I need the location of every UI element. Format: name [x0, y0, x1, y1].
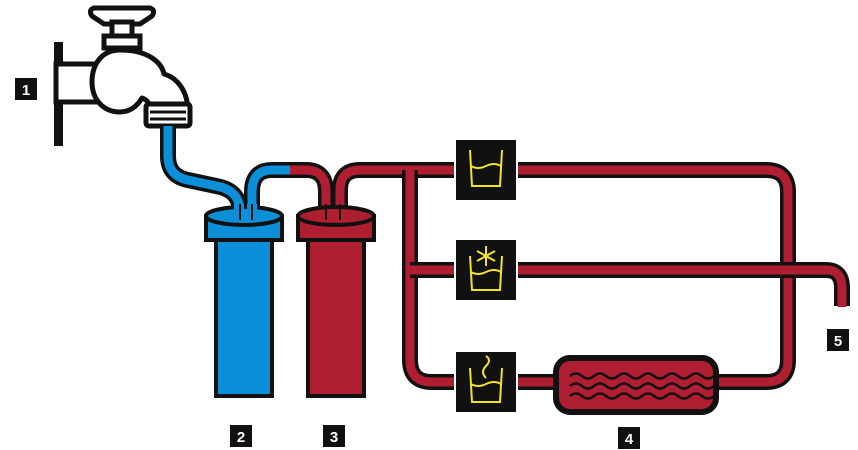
- treated-pipes: [290, 162, 850, 390]
- water-cup-icon: [456, 140, 516, 200]
- faucet-icon: [53, 5, 193, 146]
- label-outlet: 5: [827, 329, 849, 351]
- heater-coil: [553, 355, 719, 415]
- label-tap: 1: [15, 78, 37, 100]
- svg-text:5: 5: [834, 333, 842, 350]
- snowflake-cup-icon: [456, 240, 516, 300]
- label-heater: 4: [618, 427, 640, 449]
- svg-text:2: 2: [237, 429, 245, 446]
- blue-filter: [204, 204, 284, 398]
- red-filter: [296, 204, 376, 398]
- hot-water-cup-icon: [456, 352, 516, 412]
- inlet-pipe: [160, 126, 292, 224]
- label-filter-red: 3: [323, 425, 345, 447]
- label-filter-blue: 2: [230, 425, 252, 447]
- svg-text:1: 1: [22, 82, 30, 99]
- svg-text:3: 3: [330, 429, 338, 446]
- svg-text:4: 4: [625, 431, 634, 448]
